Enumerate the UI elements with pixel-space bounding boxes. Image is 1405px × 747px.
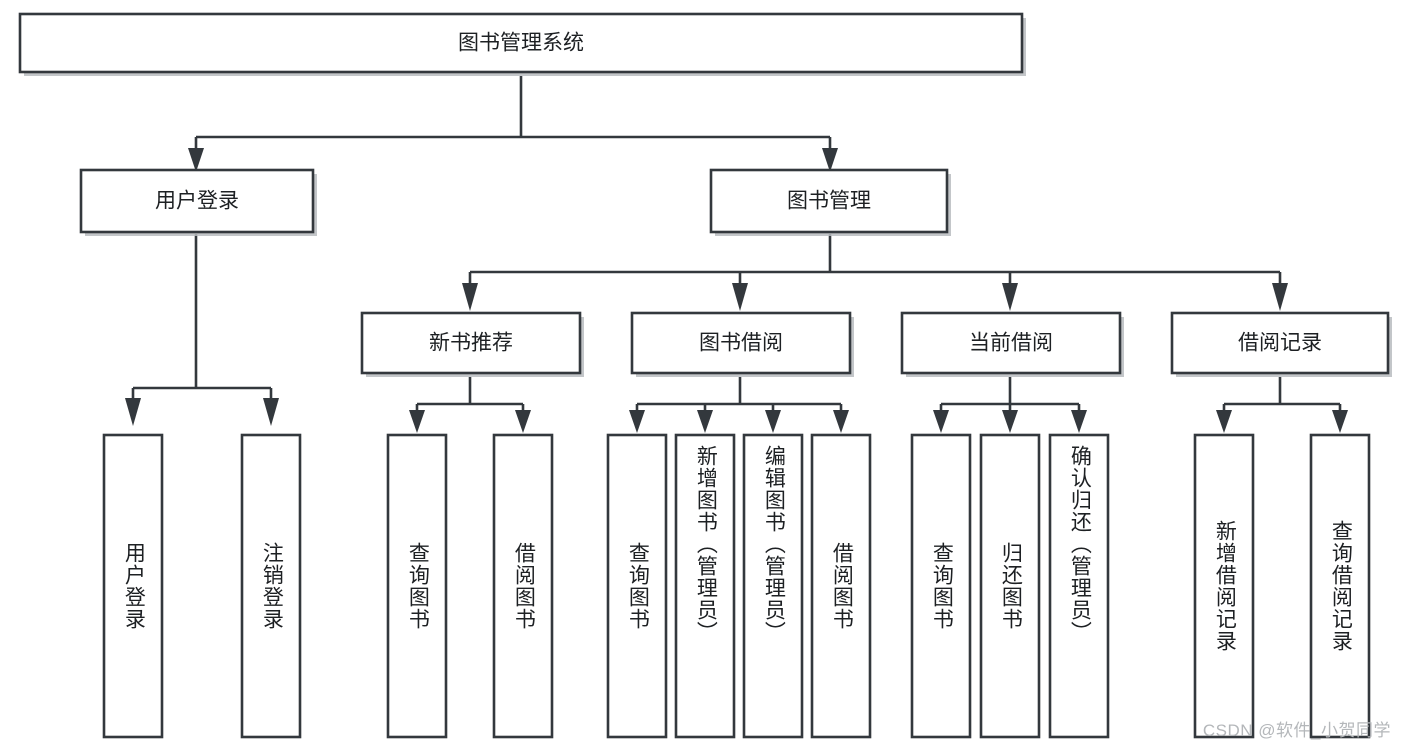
arrow-head-leaf-logout bbox=[263, 398, 279, 426]
leaf-bb-edit-box bbox=[742, 433, 804, 739]
root-node-label: 图书管理系统 bbox=[458, 32, 584, 55]
new-book-node-box bbox=[360, 311, 582, 375]
arrow-head-current-borrow bbox=[1002, 283, 1018, 311]
arrow-head-leaf-user-login bbox=[125, 398, 141, 426]
new-book-node-label: 新书推荐 bbox=[429, 332, 513, 355]
arrow-head-new-book bbox=[462, 283, 478, 311]
connector-group-borrow-record bbox=[1216, 377, 1348, 433]
arrow-head-bb-add bbox=[697, 410, 713, 433]
current-borrow-node-label: 当前借阅 bbox=[969, 332, 1053, 355]
connector-group-book-mgmt bbox=[462, 234, 1288, 311]
book-borrow-node-box bbox=[630, 311, 852, 375]
leaf-nb-query-box bbox=[386, 433, 448, 739]
root-node-box bbox=[18, 12, 1024, 74]
leaf-br-query-box bbox=[1309, 433, 1371, 739]
connector-group-user-login bbox=[125, 234, 279, 426]
arrow-head-br-add bbox=[1216, 410, 1232, 433]
arrow-head-cb-query bbox=[933, 410, 949, 433]
user-login-node-label: 用户登录 bbox=[155, 190, 239, 213]
leaf-bb-borrow-box bbox=[810, 433, 872, 739]
arrow-head-user-login bbox=[188, 148, 204, 172]
leaf-cb-query-box bbox=[910, 433, 972, 739]
leaf-br-add-box bbox=[1193, 433, 1255, 739]
leaf-user-login-box bbox=[102, 433, 164, 739]
arrow-head-bb-query bbox=[629, 410, 645, 433]
leaf-cb-confirm-box bbox=[1048, 433, 1110, 739]
borrow-record-node-label: 借阅记录 bbox=[1238, 332, 1322, 355]
connector-group-current-borrow bbox=[933, 377, 1087, 433]
arrow-head-book-mgmt bbox=[822, 148, 838, 172]
arrow-head-book-borrow bbox=[732, 283, 748, 311]
csdn-watermark: CSDN @软件_小贺同学 bbox=[1202, 721, 1391, 740]
connector-group-new-book bbox=[409, 377, 531, 433]
arrow-head-bb-edit bbox=[765, 410, 781, 433]
arrow-head-br-query bbox=[1332, 410, 1348, 433]
arrow-head-nb-borrow bbox=[515, 410, 531, 433]
arrow-head-nb-query bbox=[409, 410, 425, 433]
current-borrow-node-box bbox=[900, 311, 1122, 375]
arrow-head-cb-confirm bbox=[1071, 410, 1087, 433]
leaf-nb-borrow-box bbox=[492, 433, 554, 739]
user-login-node-box bbox=[79, 168, 315, 234]
book-mgmt-node-label: 图书管理 bbox=[787, 190, 871, 213]
arrow-head-cb-return bbox=[1002, 410, 1018, 433]
leaf-bb-add-box bbox=[674, 433, 736, 739]
arrow-head-bb-borrow bbox=[833, 410, 849, 433]
book-borrow-node-label: 图书借阅 bbox=[699, 332, 783, 355]
leaf-logout-box bbox=[240, 433, 302, 739]
arrow-head-borrow-record bbox=[1272, 283, 1288, 311]
connector-group-book-borrow bbox=[629, 377, 849, 433]
borrow-record-node-box bbox=[1170, 311, 1390, 375]
leaf-bb-query-box bbox=[606, 433, 668, 739]
connector-group-root bbox=[188, 76, 838, 172]
leaf-cb-return-box bbox=[979, 433, 1041, 739]
book-mgmt-node-box bbox=[709, 168, 949, 234]
